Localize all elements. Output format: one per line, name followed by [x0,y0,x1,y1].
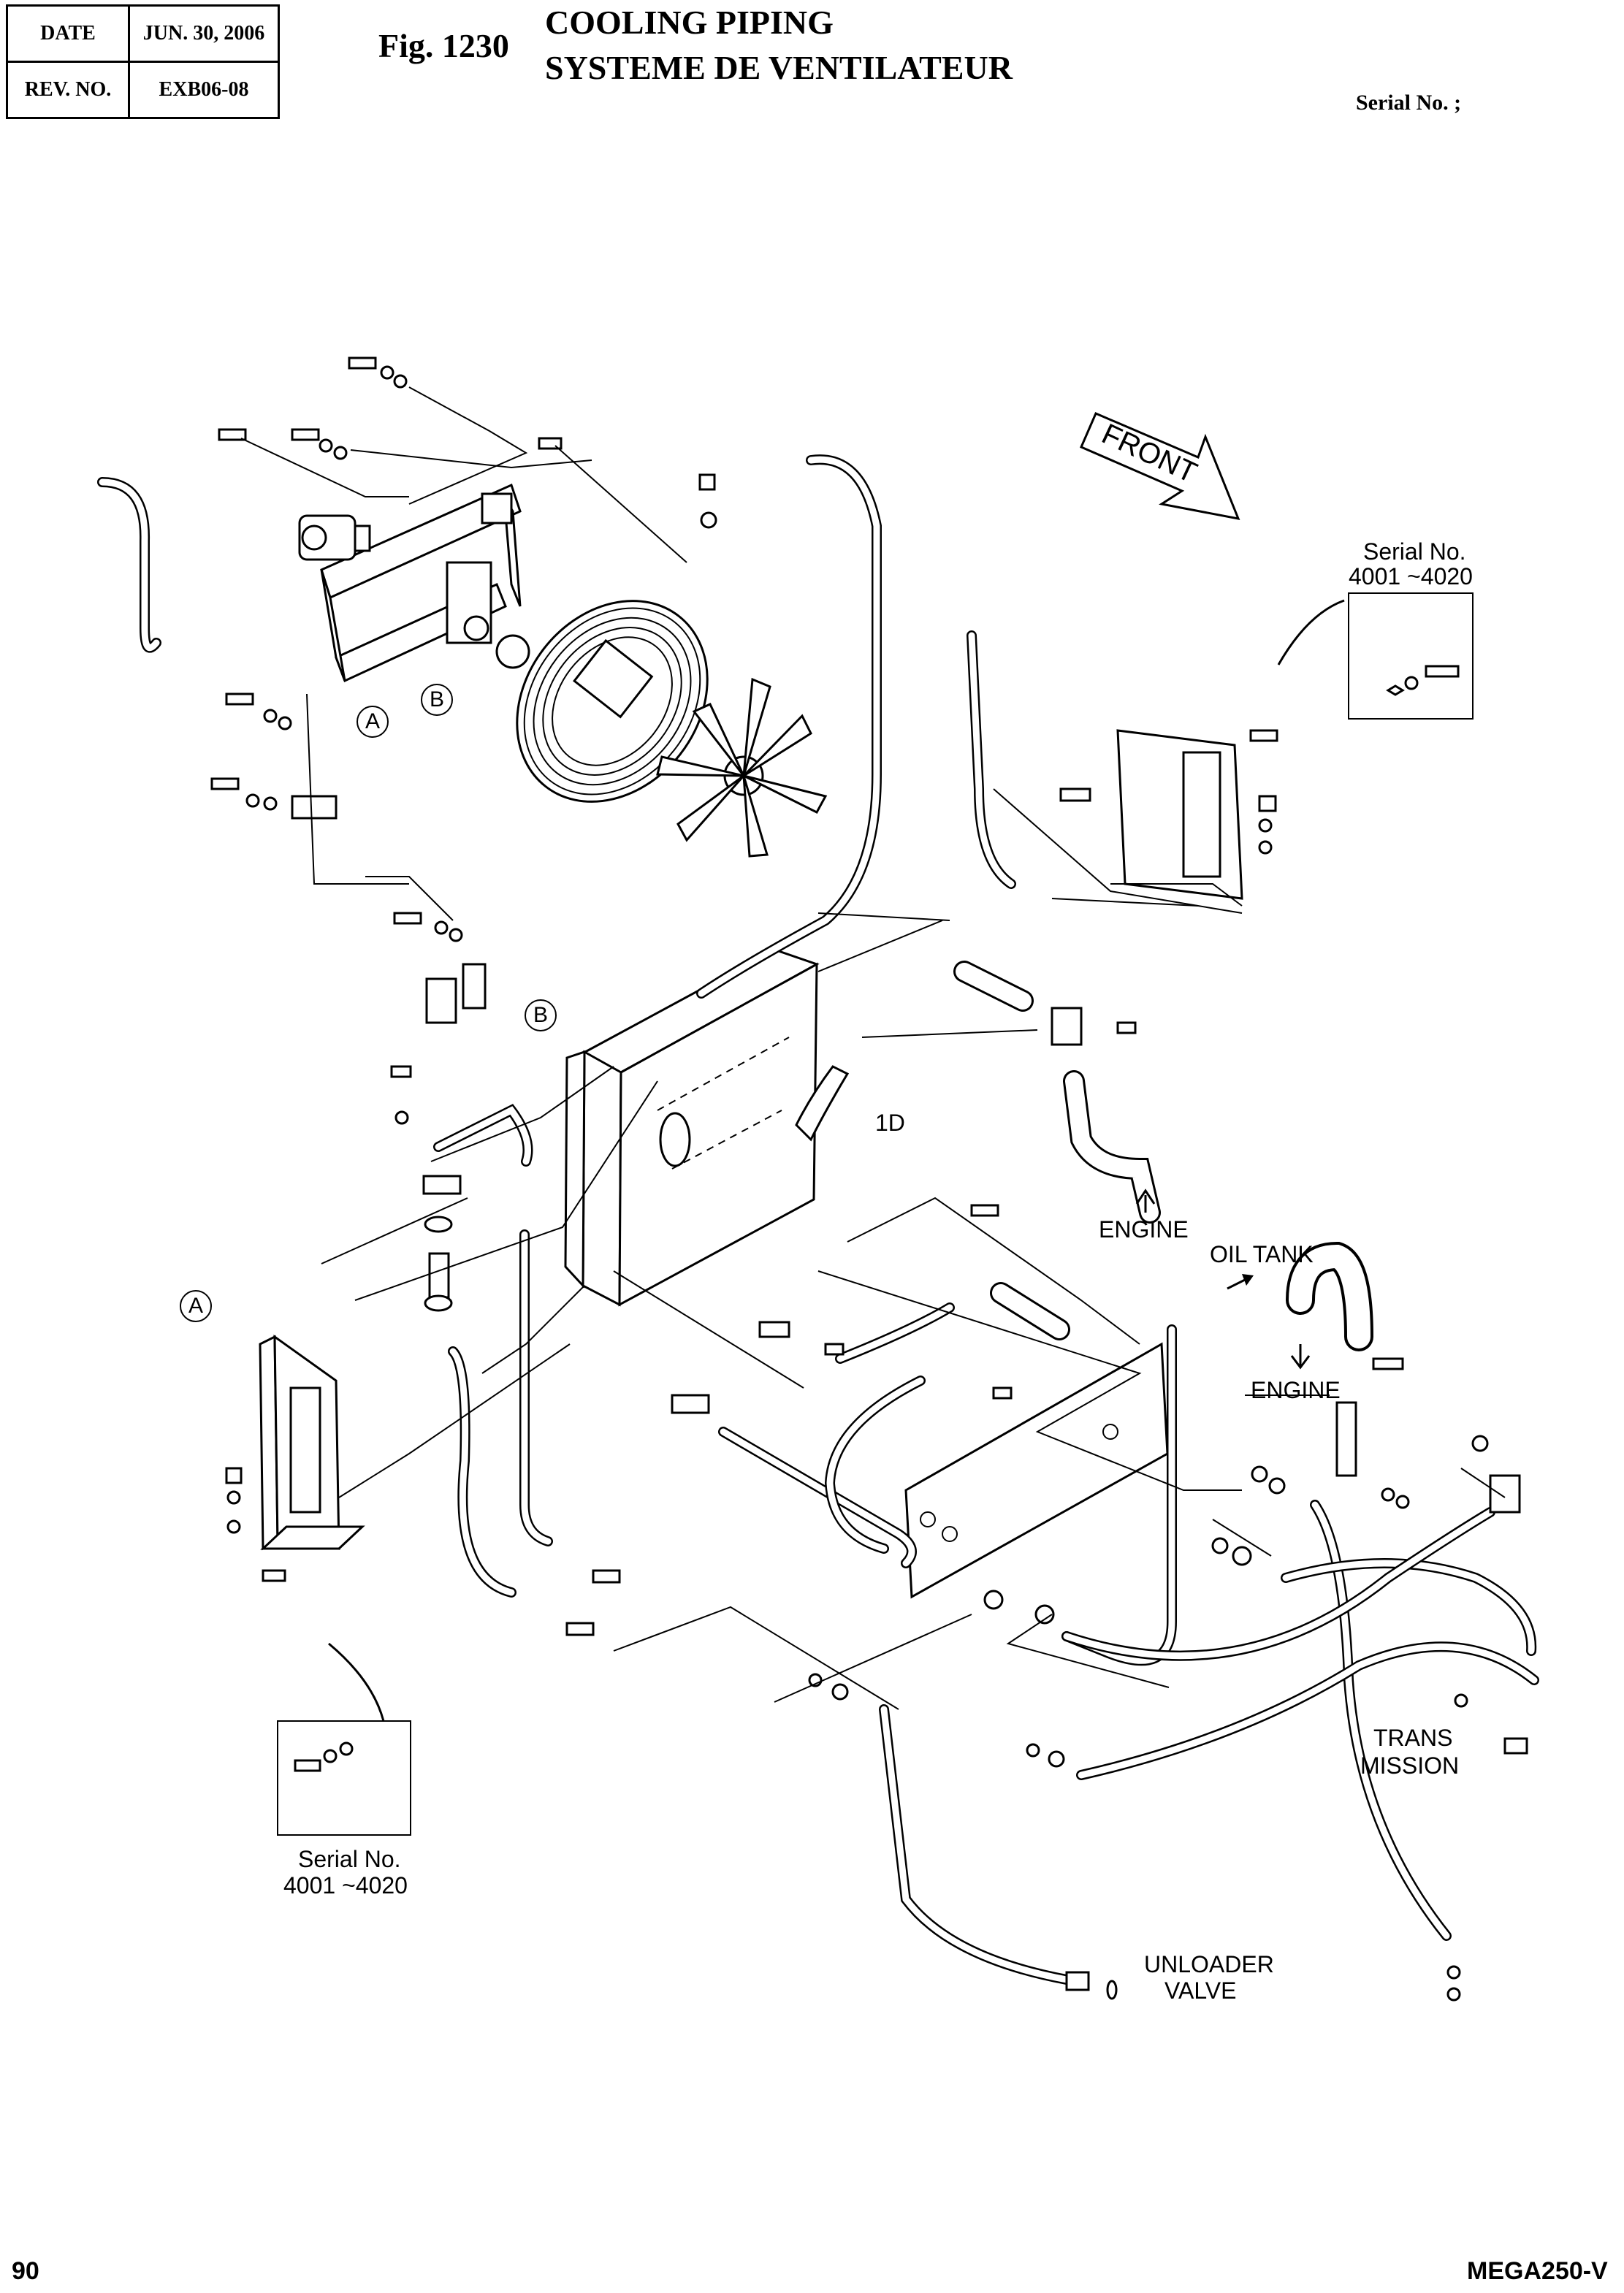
oil-tank-label: OIL TANK [1210,1241,1314,1267]
model-name: MEGA250-V [1467,2257,1608,2285]
serial-box-top-line1: Serial No. [1363,538,1466,565]
radiator-core [564,948,850,1307]
engine-label-2: ENGINE [1251,1377,1341,1403]
unloader-line1: UNLOADER [1144,1951,1274,1977]
serial-detail-box-top: Serial No. 4001 ~4020 [1277,538,1474,720]
rev-label: REV. NO. [6,61,130,119]
reference-a-top: A [357,706,389,738]
oil-tank-arrow [1227,1278,1246,1290]
detail-1d-label: 1D [875,1110,905,1136]
date-value: JUN. 30, 2006 [128,4,280,63]
fan-shroud [516,600,709,803]
serial-detail-box-bottom: Serial No. 4001 ~4020 [277,1642,411,1899]
page-number: 90 [12,2257,39,2285]
cooling-fan [495,634,828,858]
shroud-bracket-frame [320,483,522,683]
serial-number-heading: Serial No. ; [1356,91,1462,115]
rear-bracket [1116,729,1243,900]
date-label: DATE [6,4,130,63]
front-label: FRONT [1097,418,1202,489]
serial-box-bottom-line2: 4001 ~4020 [283,1872,408,1899]
engine-arrow-2 [1290,1344,1311,1370]
serial-box-bottom-line1: Serial No. [298,1846,401,1872]
oil-tank-arrowhead [1242,1274,1254,1286]
reference-b-top: B [421,684,453,716]
front-direction-arrow: FRONT [1080,412,1240,520]
engine-pipes [953,961,1373,1477]
figure-title-english: COOLING PIPING [545,4,834,41]
lower-mount-plate [904,1342,1169,1599]
callout-labels: 1D ENGINE OIL TANK ENGINE TRANS MISSION … [875,1110,1459,2004]
figure-title-french: SYSTEME DE VENTILATEUR [545,49,1013,86]
unloader-line2: VALVE [1164,1977,1236,2004]
engine-arrow-1 [1135,1189,1156,1213]
reference-b-mid: B [525,999,557,1031]
hose-lines [97,454,1539,1985]
leader-lines [240,386,1506,1710]
rev-value: EXB06-08 [128,61,280,119]
revision-table: DATE JUN. 30, 2006 REV. NO. EXB06-08 [6,4,280,119]
reference-a-left: A [180,1290,212,1322]
transmission-line2: MISSION [1360,1752,1459,1779]
transmission-line1: TRANS [1373,1725,1452,1751]
fan-drive-motor [298,514,371,561]
serial-box-top-line2: 4001 ~4020 [1349,563,1473,590]
fasteners [210,356,1528,2002]
engine-label-1: ENGINE [1099,1216,1189,1243]
radiator-side-bracket [259,1335,365,1551]
figure-number: Fig. 1230 [378,27,509,64]
